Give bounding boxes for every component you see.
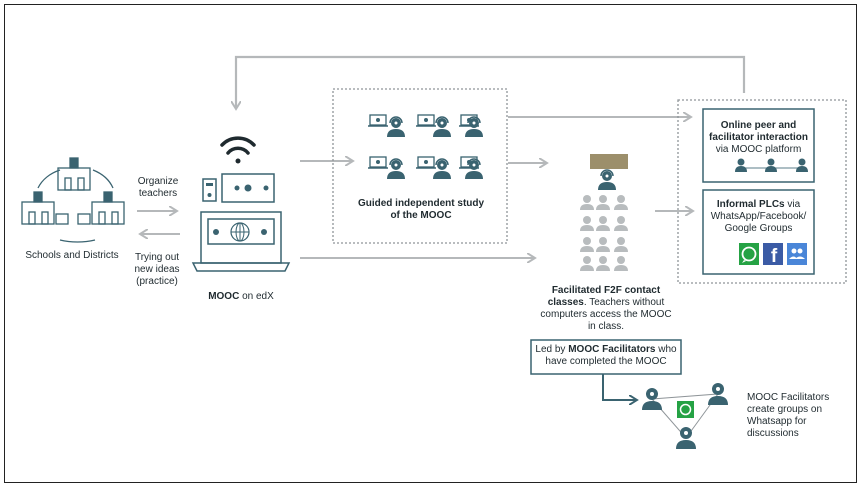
laptop-icon xyxy=(191,173,291,272)
facebook-icon: f xyxy=(763,243,783,267)
f2f-label: Facilitated F2F contact classes. Teacher… xyxy=(540,285,672,332)
whatsapp-icon xyxy=(739,243,759,265)
led-by-arrow xyxy=(602,374,636,400)
guided-label: Guided independent study of the MOOC xyxy=(357,198,485,221)
feedback-loop-arrow xyxy=(236,55,746,108)
online-peer-box xyxy=(702,108,815,183)
organize-label: Organize teachers xyxy=(137,176,179,199)
google-groups-icon xyxy=(787,243,807,265)
online-peer-label: Online peer and facilitator interaction … xyxy=(709,120,808,155)
facilitators-note: MOOC Facilitators create groups on Whats… xyxy=(747,392,830,439)
wifi-icon xyxy=(220,136,256,164)
diagram-frame xyxy=(4,4,857,483)
led-by-box xyxy=(530,339,682,375)
schools-icon xyxy=(21,157,125,243)
practice-label: Trying out new ideas (practice) xyxy=(134,252,180,287)
mooc-label: MOOC on edX xyxy=(208,291,274,302)
schools-label: Schools and Districts xyxy=(25,250,119,261)
classroom-icon xyxy=(580,154,628,271)
svg-text:f: f xyxy=(771,246,778,267)
study-group-icons xyxy=(367,114,484,180)
interaction-container xyxy=(677,99,847,284)
led-by-label: Led by MOOC Facilitators who have comple… xyxy=(535,344,677,367)
informal-plc-label: Informal PLCs via WhatsApp/Facebook/ Goo… xyxy=(710,199,807,234)
peer-network-icon xyxy=(735,158,808,172)
facilitator-network xyxy=(642,383,728,449)
